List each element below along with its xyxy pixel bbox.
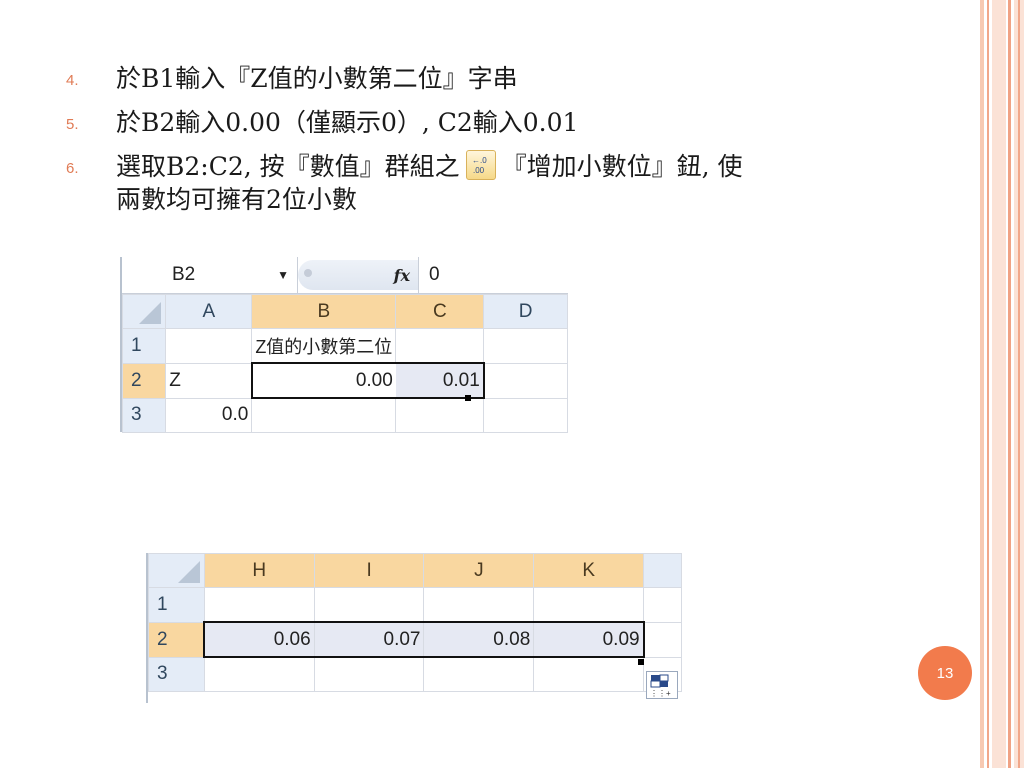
svg-text:.00: .00 — [473, 166, 485, 175]
cell-b3[interactable] — [251, 397, 397, 433]
bullet-number: 4. — [66, 72, 79, 89]
instruction-list: 4. 於B1輸入『Z值的小數第二位』字串 5. 於B2輸入0.00（僅顯示0）,… — [66, 62, 976, 227]
cell-k2[interactable]: 0.09 — [533, 621, 645, 658]
list-item: 4. 於B1輸入『Z值的小數第二位』字串 — [66, 62, 976, 95]
cell-c2[interactable]: 0.01 — [395, 362, 485, 399]
cell-d3[interactable] — [483, 397, 568, 433]
select-all-corner[interactable] — [148, 553, 205, 588]
row-header-2[interactable]: 2 — [121, 362, 167, 399]
select-all-corner[interactable] — [121, 294, 167, 329]
cell-a2[interactable]: Z — [165, 362, 253, 399]
spreadsheet-excerpt-2: H I J K 1 2 0.06 0.07 0.08 0.09 3 — [146, 553, 682, 703]
column-header-i[interactable]: I — [313, 553, 425, 588]
bullet-number: 6. — [66, 160, 79, 177]
column-header-partial[interactable] — [643, 553, 682, 588]
cell-i2[interactable]: 0.07 — [313, 621, 425, 658]
page-number-badge: 13 — [918, 646, 972, 700]
column-header-j[interactable]: J — [423, 553, 535, 588]
column-header-h[interactable]: H — [203, 553, 315, 588]
row-header-3[interactable]: 3 — [121, 397, 167, 433]
cell-d2[interactable] — [483, 362, 568, 399]
svg-text:←.0: ←.0 — [472, 156, 487, 165]
fill-handle[interactable] — [638, 659, 644, 665]
name-box[interactable]: B2 ▼ — [120, 257, 298, 293]
cell-i3[interactable] — [313, 656, 425, 692]
name-box-value: B2 — [172, 264, 196, 285]
cell-c3[interactable] — [395, 397, 485, 433]
cell-grid: A B C D 1 Z值的小數第二位 2 Z 0.00 0.01 3 0.0 — [121, 294, 568, 433]
bullet-text: 於B1輸入『Z值的小數第二位』字串 — [116, 64, 518, 93]
spreadsheet-excerpt-1: B2 ▼ fx 0 A B C D 1 Z值的小數第二位 2 Z 0.00 0.… — [120, 257, 568, 433]
bullet-text: 於B2輸入0.00（僅顯示0）, C2輸入0.01 — [116, 108, 579, 137]
bullet-number: 5. — [66, 116, 79, 133]
formula-input[interactable]: 0 — [418, 257, 568, 293]
cell-h3[interactable] — [203, 656, 315, 692]
increase-decimal-icon: ←.0.00 — [465, 150, 496, 180]
column-header-b[interactable]: B — [251, 294, 397, 329]
decorative-stripes — [980, 0, 1024, 768]
column-header-a[interactable]: A — [165, 294, 253, 329]
cell-h1[interactable] — [203, 587, 315, 623]
row-header-3[interactable]: 3 — [148, 656, 205, 692]
row-header-1[interactable]: 1 — [148, 587, 205, 623]
cell-a1[interactable] — [165, 328, 253, 364]
cell-k3[interactable] — [533, 656, 645, 692]
column-header-c[interactable]: C — [395, 294, 485, 329]
list-item: 6. 選取B2:C2, 按『數值』群組之←.0.00『增加小數位』鈕, 使 兩數… — [66, 150, 976, 216]
cell-grid: H I J K 1 2 0.06 0.07 0.08 0.09 3 — [148, 553, 682, 692]
column-header-d[interactable]: D — [483, 294, 568, 329]
cell-j3[interactable] — [423, 656, 535, 692]
bullet-text: 選取B2:C2, 按『數值』群組之 — [116, 152, 460, 181]
bullet-text: 兩數均可擁有2位小數 — [116, 185, 357, 214]
cell-i1[interactable] — [313, 587, 425, 623]
formula-bar: B2 ▼ fx 0 — [120, 257, 568, 294]
cell-a3[interactable]: 0.0 — [165, 397, 253, 433]
list-item: 5. 於B2輸入0.00（僅顯示0）, C2輸入0.01 — [66, 106, 976, 139]
cell-b1[interactable]: Z值的小數第二位 — [251, 328, 397, 364]
bullet-text: 『增加小數位』鈕, 使 — [501, 152, 743, 181]
cell-b2[interactable]: 0.00 — [250, 362, 396, 399]
cell-d1[interactable] — [483, 328, 568, 364]
autofill-options-icon: ⋮⋮+ — [650, 674, 671, 698]
cell-k1[interactable] — [533, 587, 645, 623]
autofill-options-button[interactable]: ⋮⋮+ — [646, 671, 678, 699]
fx-button[interactable]: fx — [298, 260, 418, 290]
svg-text:⋮⋮+: ⋮⋮+ — [650, 689, 671, 698]
row-header-1[interactable]: 1 — [121, 328, 167, 364]
cell-c1[interactable] — [395, 328, 485, 364]
cell-j1[interactable] — [423, 587, 535, 623]
fill-handle[interactable] — [465, 395, 471, 401]
cell-h2[interactable]: 0.06 — [203, 621, 315, 658]
cell-j2[interactable]: 0.08 — [423, 621, 535, 658]
column-header-k[interactable]: K — [533, 553, 645, 588]
dropdown-arrow-icon[interactable]: ▼ — [277, 268, 289, 282]
row-header-2[interactable]: 2 — [148, 621, 205, 658]
